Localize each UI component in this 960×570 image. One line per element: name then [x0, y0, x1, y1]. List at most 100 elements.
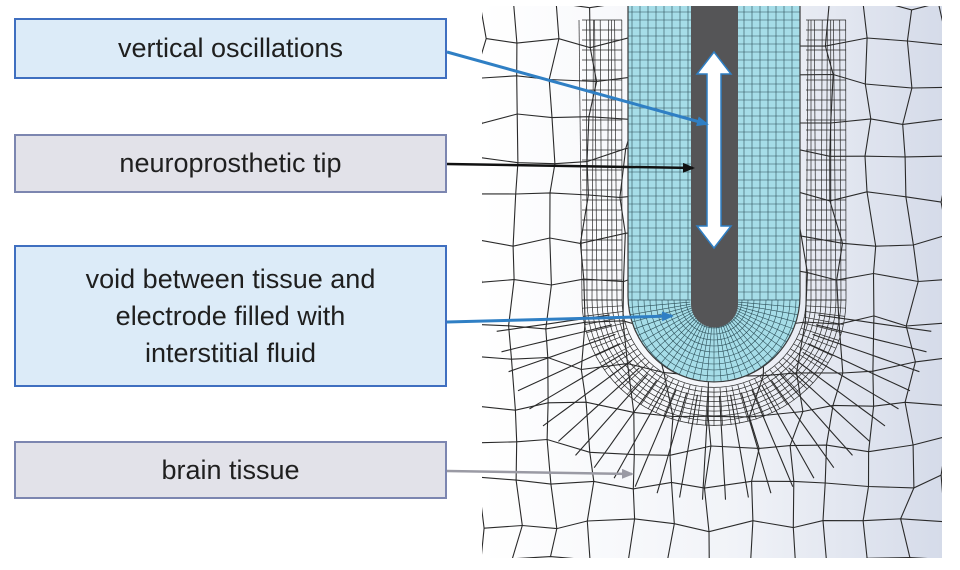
refined-mesh-line [764, 372, 788, 406]
refined-mesh-line [578, 19, 583, 301]
refined-mesh-line [586, 322, 626, 333]
refined-mesh-line [679, 384, 691, 422]
fluid-mesh-line [635, 309, 693, 337]
tissue-mesh-line [575, 374, 648, 456]
refined-mesh-line [805, 305, 846, 309]
refined-mesh-line [614, 357, 646, 384]
fluid-mesh-line [630, 305, 691, 323]
refined-mesh-line [609, 353, 642, 377]
refined-mesh-line [778, 361, 808, 390]
fluid-mesh-line [721, 322, 744, 381]
fluid-mesh-line [639, 311, 694, 344]
tissue-mesh-line [751, 389, 794, 487]
refined-mesh-line [731, 386, 741, 424]
tissue-mesh-line [508, 333, 616, 373]
refined-mesh-line [719, 387, 723, 426]
refined-mesh-line [582, 305, 623, 309]
refined-mesh-line [663, 381, 680, 417]
fluid-mesh-line [629, 303, 691, 316]
refined-mesh-line [769, 369, 795, 401]
refined-mesh-line [804, 316, 844, 325]
tissue-mesh-line [812, 333, 920, 373]
tissue-mesh-line [780, 374, 853, 456]
refined-mesh-line [786, 353, 819, 377]
refined-mesh-line [599, 343, 635, 364]
tissue-mesh-line [701, 395, 710, 500]
double-headed-vertical-arrow-icon [695, 50, 733, 250]
tissue-mesh-line [740, 392, 772, 494]
tissue-mesh-line [729, 394, 749, 498]
refined-mesh-line [800, 327, 840, 341]
refined-mesh-line [798, 333, 837, 349]
fluid-mesh-line [729, 318, 770, 367]
fluid-mesh-line [677, 321, 705, 379]
fluid-mesh-line [736, 307, 795, 330]
fluid-mesh-line [684, 322, 707, 381]
refined-mesh-line [626, 365, 654, 395]
tissue-mesh-line [862, 6, 877, 558]
fluid-mesh-line [706, 323, 713, 382]
tissue-mesh-line [656, 392, 688, 494]
fluid-mesh-line [737, 305, 798, 323]
tissue-mesh-line [815, 324, 927, 353]
tissue-mesh-line [679, 394, 699, 498]
fluid-mesh-line [670, 320, 703, 375]
fluid-mesh-line [723, 321, 751, 379]
fluid-mesh-line [719, 323, 737, 382]
fluid-mesh-line [733, 313, 785, 350]
label-neuroprosthetic-tip-text: neuroprosthetic tip [119, 148, 342, 178]
label-interstitial-void: void between tissue and electrode filled… [14, 245, 447, 387]
tissue-mesh-line [761, 385, 815, 479]
tissue-mesh-line [900, 9, 919, 558]
tissue-mesh-line [516, 556, 928, 558]
refined-mesh-line [595, 338, 632, 357]
refined-mesh-line [687, 386, 697, 424]
label-vertical-oscillations-text: vertical oscillations [117, 33, 344, 63]
refined-mesh-line [754, 378, 773, 414]
arrow-interstitial-void [446, 311, 674, 324]
refined-mesh-line [655, 378, 674, 414]
refined-mesh-line [725, 387, 732, 425]
tissue-mesh-line [593, 380, 657, 469]
fluid-mesh-line [664, 319, 701, 371]
refined-mesh-line [647, 376, 669, 410]
refined-mesh-line [591, 333, 630, 349]
refined-mesh-line [743, 383, 757, 420]
label-vertical-oscillations: vertical oscillations [14, 18, 447, 79]
fluid-mesh-line [737, 303, 799, 316]
fluid-mesh-line [734, 311, 789, 344]
refined-mesh-line [705, 387, 709, 426]
label-neuroprosthetic-tip: neuroprosthetic tip [14, 134, 447, 193]
refined-mesh-line [759, 376, 781, 410]
refined-mesh-line [774, 365, 802, 395]
label-brain-tissue: brain tissue [14, 441, 447, 499]
tissue-mesh-line [771, 380, 835, 469]
fluid-mesh-line [698, 323, 711, 382]
fluid-mesh-line [647, 315, 696, 356]
fluid-mesh-line [691, 323, 709, 382]
tissue-mesh-line [508, 6, 523, 558]
refined-mesh-line [671, 383, 685, 420]
fluid-mesh-line [628, 301, 691, 308]
refined-mesh-line [696, 387, 703, 425]
refined-mesh-line [604, 348, 638, 371]
tissue-mesh-line [634, 389, 677, 487]
arrow-neuroprosthetic-tip [446, 162, 695, 173]
tissue-mesh-line [807, 343, 911, 392]
tissue-mesh-line [517, 343, 621, 392]
refined-mesh-line [633, 369, 659, 401]
refined-mesh-line [796, 338, 833, 357]
fluid-mesh-line [732, 315, 781, 356]
refined-mesh-line [782, 357, 814, 384]
fluid-mesh-line [652, 316, 698, 362]
refined-mesh-line [805, 311, 845, 317]
fluid-mesh-line [727, 319, 764, 371]
fluid-mesh-line [725, 320, 758, 375]
tissue-mesh-line [718, 395, 727, 500]
tissue-mesh-line [529, 351, 626, 410]
fluid-mesh-line [730, 316, 776, 362]
fluid-mesh-line [737, 301, 800, 308]
fluid-mesh-line [658, 318, 699, 367]
arrow-vertical-oscillations [446, 50, 709, 127]
